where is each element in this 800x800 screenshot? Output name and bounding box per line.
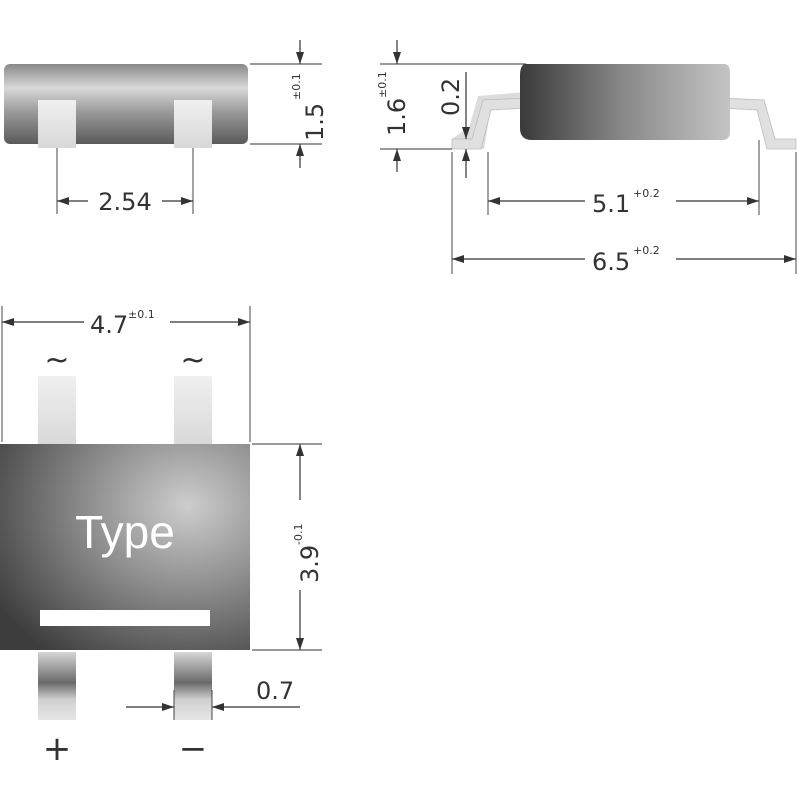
- top-view-height-value: 1.5: [301, 103, 329, 141]
- front-view-width-dimension: 4.7 ±0.1: [1, 306, 251, 442]
- top-view-lead-right: [174, 100, 212, 148]
- side-view-body-length-dimension: 5.1 +0.2: [487, 140, 760, 218]
- top-view-height-tolerance: ±0.1: [290, 73, 303, 100]
- side-view-overall-length-dimension: 6.5 +0.2: [451, 152, 797, 276]
- side-view-lead-thickness-value: 0.2: [437, 78, 465, 116]
- body-polarity-bar: [40, 610, 210, 626]
- side-view-overall-length-value: 6.5: [592, 248, 630, 276]
- front-view-width-value: 4.7: [90, 311, 128, 339]
- front-view-body-height-dimension: 3.9 -0.1: [252, 443, 324, 651]
- pin-ac-left-symbol: ~: [44, 343, 69, 378]
- side-view-body-length-tolerance: +0.2: [633, 187, 660, 200]
- side-view-height-tolerance: ±0.1: [376, 71, 389, 98]
- side-view-body: [520, 64, 730, 140]
- top-view-lead-left: [38, 100, 76, 148]
- side-view-body-length-value: 5.1: [592, 190, 630, 218]
- side-view-height-value: 1.6: [383, 98, 411, 136]
- pin-ac-right-lead: [174, 376, 212, 446]
- pin-plus-symbol: +: [43, 729, 72, 769]
- pin-minus-symbol: −: [179, 729, 208, 769]
- body-type-label: Type: [75, 506, 175, 558]
- pin-ac-left-lead: [38, 376, 76, 446]
- side-view-overall-length-tolerance: +0.2: [633, 244, 660, 257]
- side-view-lead-left: [452, 92, 526, 149]
- front-view-width-tolerance: ±0.1: [128, 308, 155, 321]
- side-view-height-dimension: 1.6 ±0.1: [376, 40, 526, 172]
- side-view: 1.6 ±0.1 0.2 5.1 +0.2: [376, 40, 797, 276]
- front-view-body-height-tolerance: -0.1: [292, 524, 305, 545]
- pin-plus-lead: [38, 652, 76, 720]
- top-view-pitch-dimension: 2.54: [56, 148, 194, 216]
- pin-ac-right-symbol: ~: [180, 343, 205, 378]
- front-view-body-height-value: 3.9: [296, 545, 324, 583]
- top-view-pitch-value: 2.54: [98, 188, 151, 216]
- front-view-lead-width-dimension: 0.7: [126, 677, 300, 720]
- front-view-lead-width-value: 0.7: [256, 677, 294, 705]
- side-view-lead-thickness-dimension: 0.2: [437, 72, 470, 178]
- top-view-height-dimension: 1.5 ±0.1: [250, 40, 329, 168]
- top-view: 1.5 ±0.1 2.54: [4, 40, 329, 216]
- front-view: 4.7 ±0.1 ~ ~ Type + − 3.9 -0.1: [0, 306, 324, 769]
- pin-minus-lead: [174, 652, 212, 720]
- side-view-lead-right-shape: [719, 97, 797, 150]
